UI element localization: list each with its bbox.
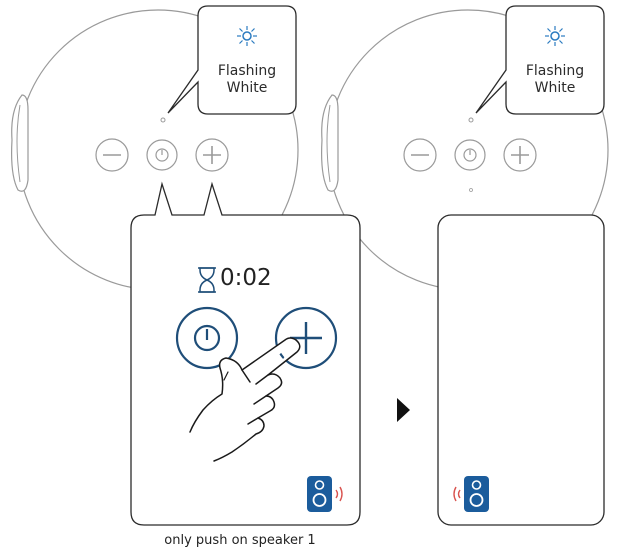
- speaker-2-mic: [469, 188, 473, 192]
- led-light-icon: [545, 26, 565, 46]
- speaker-1-led-label: Flashing White: [198, 63, 296, 97]
- led-label-line2: White: [534, 80, 576, 96]
- speaker-1-detail-panel: [130, 181, 361, 526]
- power-button-large[interactable]: [175, 306, 239, 370]
- speaker-2-led-label: Flashing White: [506, 63, 604, 97]
- led-label-line1: Flashing: [525, 63, 585, 79]
- play-arrow-icon: [397, 398, 410, 422]
- plus-icon[interactable]: [195, 138, 229, 172]
- power-icon[interactable]: [454, 139, 486, 171]
- speaker-2-led-callout: [475, 5, 605, 115]
- minus-icon[interactable]: [403, 138, 437, 172]
- led-light-icon: [237, 26, 257, 46]
- speaker-sound-icon: [453, 476, 489, 512]
- timer-value: 0:02: [220, 265, 272, 291]
- speaker-1-led-callout: [167, 5, 297, 115]
- speaker-2-detail-panel: [437, 214, 605, 526]
- instruction-caption: only push on speaker 1: [164, 533, 316, 548]
- power-icon[interactable]: [146, 139, 178, 171]
- hourglass-icon: [198, 267, 216, 293]
- led-label-line2: White: [226, 80, 268, 96]
- plus-icon[interactable]: [503, 138, 537, 172]
- speaker-1-strap: [11, 94, 29, 192]
- speaker-sound-icon: [307, 476, 343, 512]
- speaker-1-led: [160, 117, 166, 123]
- led-label-line1: Flashing: [217, 63, 277, 79]
- speaker-2-led: [468, 117, 474, 123]
- hand-press-icon: [189, 337, 301, 462]
- minus-icon[interactable]: [95, 138, 129, 172]
- speaker-2-strap: [321, 94, 339, 192]
